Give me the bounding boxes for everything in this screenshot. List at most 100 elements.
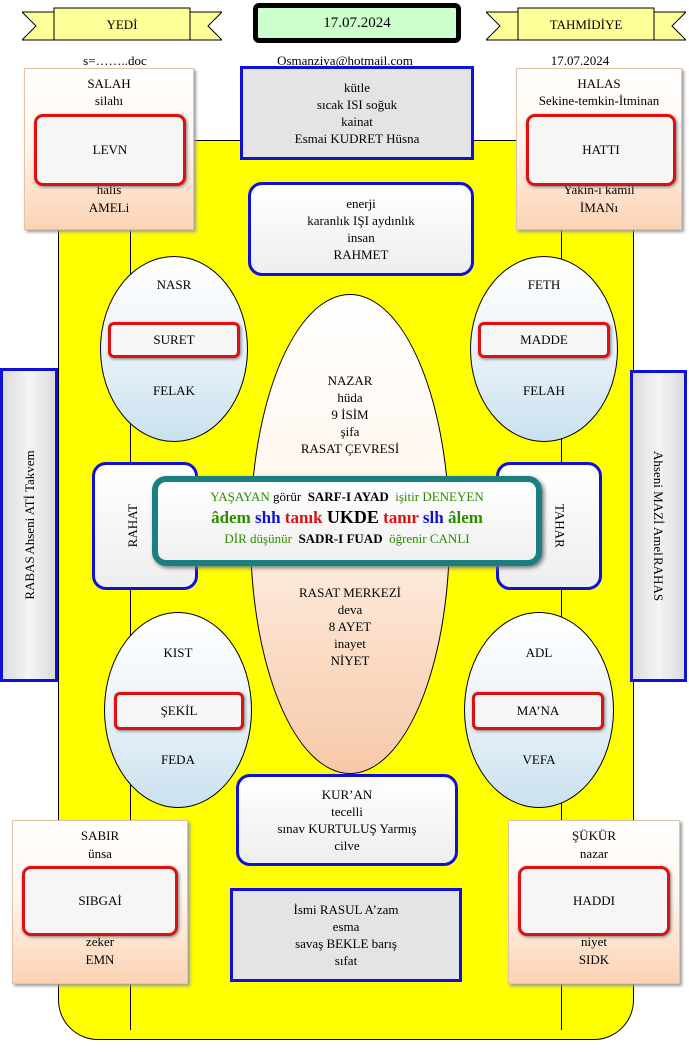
center-top-line5: RASAT ÇEVRESİ — [300, 440, 400, 456]
ellipse-top-right-top: FETH — [527, 277, 561, 292]
tahar-text: TAHAR — [538, 466, 582, 586]
corner-top-right-line2: Sekine-temkin-İtminan — [538, 93, 660, 108]
corner-bottom-right-line2: nazar — [579, 846, 609, 861]
corner-bottom-left-line1: SABIR — [80, 828, 120, 843]
band-ukde: UKDE — [326, 507, 379, 527]
ellipse-bottom-right-bottom: VEFA — [522, 752, 556, 767]
ellipse-top-right-bottom: FELAH — [523, 383, 565, 398]
date-box: 17.07.2024 — [253, 3, 461, 43]
right-side-panel — [630, 370, 687, 682]
left-banner-label: YEDİ — [106, 16, 138, 32]
corner-top-left-line1: SALAH — [87, 76, 131, 91]
band-adem: âdem — [211, 508, 251, 527]
band-ogrenir: öğrenir — [389, 531, 427, 546]
ellipse-top-left-top: NASR — [156, 277, 192, 292]
corner-top-left-line2: silahı — [94, 93, 124, 108]
corner-bottom-right-line3: niyet — [581, 934, 607, 949]
bottom-center-line3: savaş BEKLE barış — [295, 936, 397, 951]
corner-top-right-line1: HALAS — [577, 76, 621, 91]
kuran-line1: KUR’AN — [321, 787, 373, 802]
hatti-box: HATTI — [526, 114, 676, 186]
center-bottom-line2: deva — [337, 601, 363, 617]
band-shh: shh — [255, 508, 281, 527]
center-bottom-line3: 8 AYET — [328, 618, 372, 634]
energy-box: enerji karanlık IŞI aydınlık insan RAHME… — [248, 182, 474, 276]
center-bottom-text: RASAT MERKEZİ deva 8 AYET inayet NİYET — [250, 580, 450, 672]
band-isitir: işitir — [395, 489, 420, 504]
center-band-row1: YAŞAYAN görür SARF-I AYAD işitir DENEYEN — [152, 488, 542, 505]
top-center-line4: Esmai KUDRET Hüsna — [294, 131, 420, 146]
energy-line4: RAHMET — [333, 247, 389, 262]
ellipse-bottom-right-top: ADL — [525, 645, 553, 660]
left-side-text: RABAS Ahseni ATİ Takvem — [0, 368, 58, 682]
center-top-line2: hüda — [337, 389, 363, 405]
tahar-label: TAHAR — [552, 504, 568, 548]
corner-bottom-left-line4: EMN — [85, 952, 115, 967]
corner-top-right-line4: İMANı — [579, 200, 619, 215]
corner-top-right: HALAS Sekine-temkin-İtminan Yakin-ı kami… — [516, 68, 682, 230]
haddi-box: HADDI — [518, 866, 670, 936]
bottom-center-line2: esma — [332, 919, 360, 934]
ellipse-bottom-left-top: KIST — [163, 645, 193, 660]
bottom-center-line1: İsmi RASUL A’zam — [293, 902, 399, 917]
right-side-line2: RAHAS — [651, 557, 666, 602]
energy-line3: insan — [347, 230, 375, 245]
left-side-panel — [0, 368, 58, 682]
center-band — [152, 476, 542, 566]
band-yasayan: YAŞAYAN — [210, 489, 270, 504]
madde-box: MADDE — [478, 322, 610, 358]
right-side-text: Ahseni MAZİ Amel RAHAS — [630, 370, 687, 682]
corner-bottom-right-line1: ŞÜKÜR — [571, 828, 617, 843]
top-center-line3: kainat — [341, 114, 373, 129]
band-sarf: SARF-I AYAD — [307, 489, 389, 504]
energy-line1: enerji — [346, 196, 376, 211]
band-tanir: tanır — [383, 508, 419, 527]
corner-bottom-left-line2: ünsa — [88, 846, 112, 861]
band-slh: slh — [422, 508, 444, 527]
mana-box: MA’NA — [472, 692, 604, 730]
bottom-center-box: İsmi RASUL A’zam esma savaş BEKLE barış … — [230, 888, 462, 982]
energy-line2: karanlık IŞI aydınlık — [307, 213, 415, 228]
left-ribbon-banner — [22, 7, 222, 41]
levn-box: LEVN — [34, 114, 186, 186]
left-side-line2: Ahseni ATİ Takvem — [21, 450, 37, 555]
kuran-line2: tecelli — [331, 804, 363, 819]
rahat-text: RAHAT — [110, 466, 154, 586]
band-tanik: tanık — [284, 508, 323, 527]
sekil-box: ŞEKİL — [114, 692, 244, 730]
top-center-line1: kütle — [344, 80, 370, 95]
center-top-line4: şifa — [340, 423, 360, 439]
center-top-line3: 9 İSİM — [331, 406, 369, 422]
band-dusunur: düşünür — [250, 531, 292, 546]
right-side-line1: Ahseni MAZİ Amel — [651, 450, 666, 556]
top-center-box: kütle sıcak ISI soğuk kainat Esmai KUDRE… — [240, 66, 474, 160]
filename-label: s=……..doc — [83, 53, 147, 68]
band-sadr: SADR-I FUAD — [298, 531, 383, 546]
center-band-row2: âdem shh tanık UKDE tanır slh âlem — [152, 506, 542, 529]
center-bottom-line5: NİYET — [330, 652, 370, 668]
center-top-line1: NAZAR — [327, 372, 373, 388]
band-dir: DİR — [224, 531, 247, 546]
sibgai-box: SIBGAİ — [22, 866, 178, 936]
ellipse-bottom-left-bottom: FEDA — [161, 752, 195, 767]
ellipse-top-left-bottom: FELAK — [153, 383, 195, 398]
center-bottom-line4: inayet — [334, 635, 366, 651]
bottom-center-line4: sıfat — [334, 953, 358, 968]
rahat-label: RAHAT — [124, 504, 140, 548]
band-deneyen: DENEYEN — [422, 489, 484, 504]
kuran-line4: cilve — [334, 838, 360, 853]
band-alem: âlem — [447, 508, 483, 527]
band-canli: CANLI — [429, 531, 470, 546]
right-ribbon-banner — [486, 7, 686, 41]
center-bottom-line1: RASAT MERKEZİ — [299, 584, 401, 600]
right-date-label: 17.07.2024 — [550, 53, 610, 68]
kuran-line3: sınav KURTULUŞ Yarmış — [277, 821, 417, 836]
corner-top-left-line4: AMELi — [88, 200, 130, 215]
suret-box: SURET — [108, 322, 240, 358]
right-banner-label: TAHMİDİYE — [549, 16, 623, 32]
corner-bottom-left-line3: zeker — [85, 934, 115, 949]
corner-bottom-right-line4: SIDK — [578, 952, 610, 967]
email-label: Osmanziya@hotmail.com — [277, 53, 413, 68]
left-side-line1: RABAS — [21, 556, 37, 600]
top-center-line2: sıcak ISI soğuk — [316, 97, 398, 112]
